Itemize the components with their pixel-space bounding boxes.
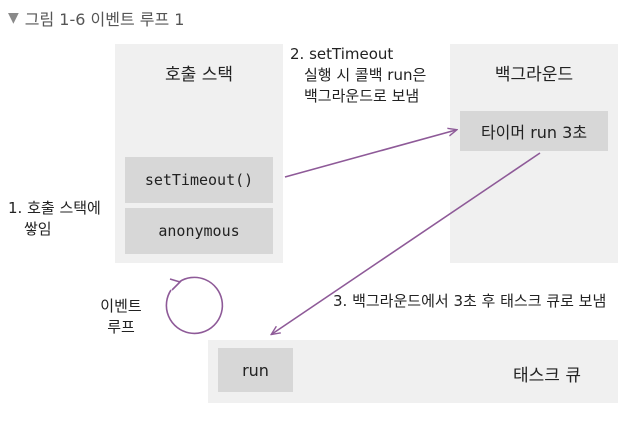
background-title: 백그라운드 xyxy=(494,65,574,85)
caption-text: 그림 1-6 이벤트 루프 1 xyxy=(24,10,185,29)
arrow-to-background xyxy=(284,130,456,178)
event-loop-label: 이벤트 루프 xyxy=(96,296,146,338)
chevron-down-icon: ▼ xyxy=(8,10,19,26)
step1-line1: 1. 호출 스택에 xyxy=(8,199,101,217)
timer-box: 타이머 run 3초 xyxy=(460,111,608,151)
step3-note: 3. 백그라운드에서 3초 후 태스크 큐로 보냄 xyxy=(333,292,607,310)
step2-line1: 2. setTimeout xyxy=(290,45,394,63)
step2-line2: 실행 시 콜백 run은 xyxy=(304,66,427,84)
step1-note: 1. 호출 스택에 쌓임 xyxy=(8,198,101,240)
task-queue-item-run: run xyxy=(218,348,293,392)
event-loop-circle-icon xyxy=(165,276,224,335)
arrow-to-task-queue xyxy=(272,152,541,334)
call-stack-frame-anonymous: anonymous xyxy=(125,208,273,254)
background-panel xyxy=(450,44,618,263)
call-stack-title: 호출 스택 xyxy=(165,65,233,85)
event-loop-line2: 루프 xyxy=(107,318,135,336)
step2-line3: 백그라운드로 보냄 xyxy=(304,87,420,105)
call-stack-frame-settimeout: setTimeout() xyxy=(125,157,273,203)
step2-note: 2. setTimeout 실행 시 콜백 run은 백그라운드로 보냄 xyxy=(290,44,426,107)
figure-caption: ▼ 그림 1-6 이벤트 루프 1 xyxy=(8,6,184,30)
event-loop-line1: 이벤트 xyxy=(100,297,142,315)
task-queue-title: 태스크 큐 xyxy=(513,366,581,386)
step1-line2: 쌓임 xyxy=(24,220,52,238)
